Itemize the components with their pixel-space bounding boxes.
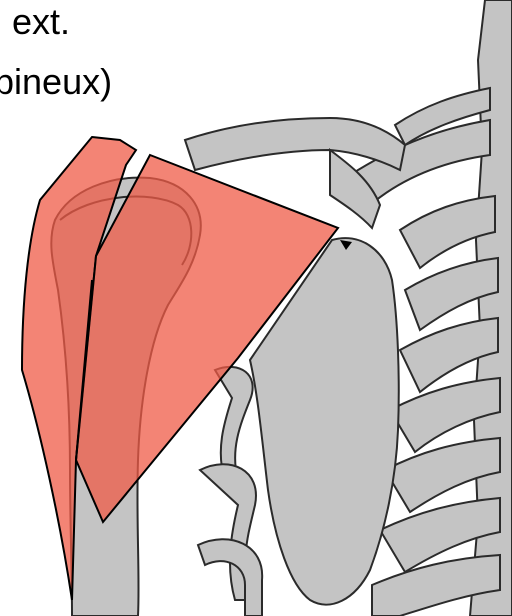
muscle-label-line-2: pineux) xyxy=(0,64,112,100)
rib-arc-left-1 xyxy=(215,367,253,480)
muscle-label-line-1: ext. xyxy=(12,4,70,40)
